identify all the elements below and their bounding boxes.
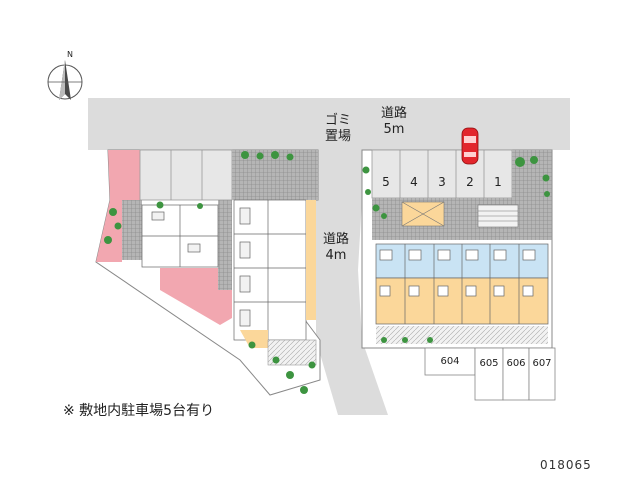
hatch-right: [376, 326, 548, 344]
parking-slot-number: 5: [382, 175, 390, 189]
building-c: [375, 243, 549, 325]
garbage-line1: ゴミ: [324, 113, 351, 128]
tiles-right-walk: [372, 198, 552, 240]
parking-bays-left: [139, 149, 233, 201]
compass-north-label: N: [67, 50, 73, 59]
unit-boxes: [424, 347, 556, 401]
yellow-strip: [306, 200, 316, 320]
parking-slot-number: 2: [466, 175, 474, 189]
parking-slot-number: 4: [410, 175, 418, 189]
road-center: [316, 150, 388, 415]
unit-number: 606: [506, 358, 526, 369]
tiles-walk-left: [122, 200, 142, 260]
road-center-name: 道路: [322, 232, 349, 247]
unit-number: 607: [532, 358, 552, 369]
unit-number: 605: [479, 358, 499, 369]
car-icon: [461, 127, 479, 165]
tiles-walk-mid: [218, 200, 232, 290]
road-top-label: 道路 5m: [376, 106, 412, 138]
highlight-area: [96, 150, 140, 262]
garbage-line2: 置場: [324, 129, 351, 144]
north-compass-icon: [47, 60, 83, 100]
parking-note: ※ 敷地内駐車場5台有り: [63, 403, 215, 419]
parking-bays-right: [371, 149, 513, 199]
road-top: [88, 98, 570, 150]
road-center-width: 4m: [325, 248, 347, 263]
yellow-corner: [240, 330, 268, 348]
property-code: 018065: [540, 458, 592, 472]
unit-number: 604: [440, 356, 460, 367]
road-center-label: 道路 4m: [318, 232, 354, 264]
parking-slot-number: 1: [494, 175, 502, 189]
building-a: [141, 204, 219, 268]
highlight-area-south: [160, 268, 232, 325]
greenery: [104, 151, 550, 394]
parking-slot-number: 3: [438, 175, 446, 189]
road-top-width: 5m: [383, 122, 405, 137]
building-b: [233, 199, 307, 341]
road-top-name: 道路: [380, 106, 407, 121]
garbage-label: ゴミ 置場: [318, 113, 358, 145]
